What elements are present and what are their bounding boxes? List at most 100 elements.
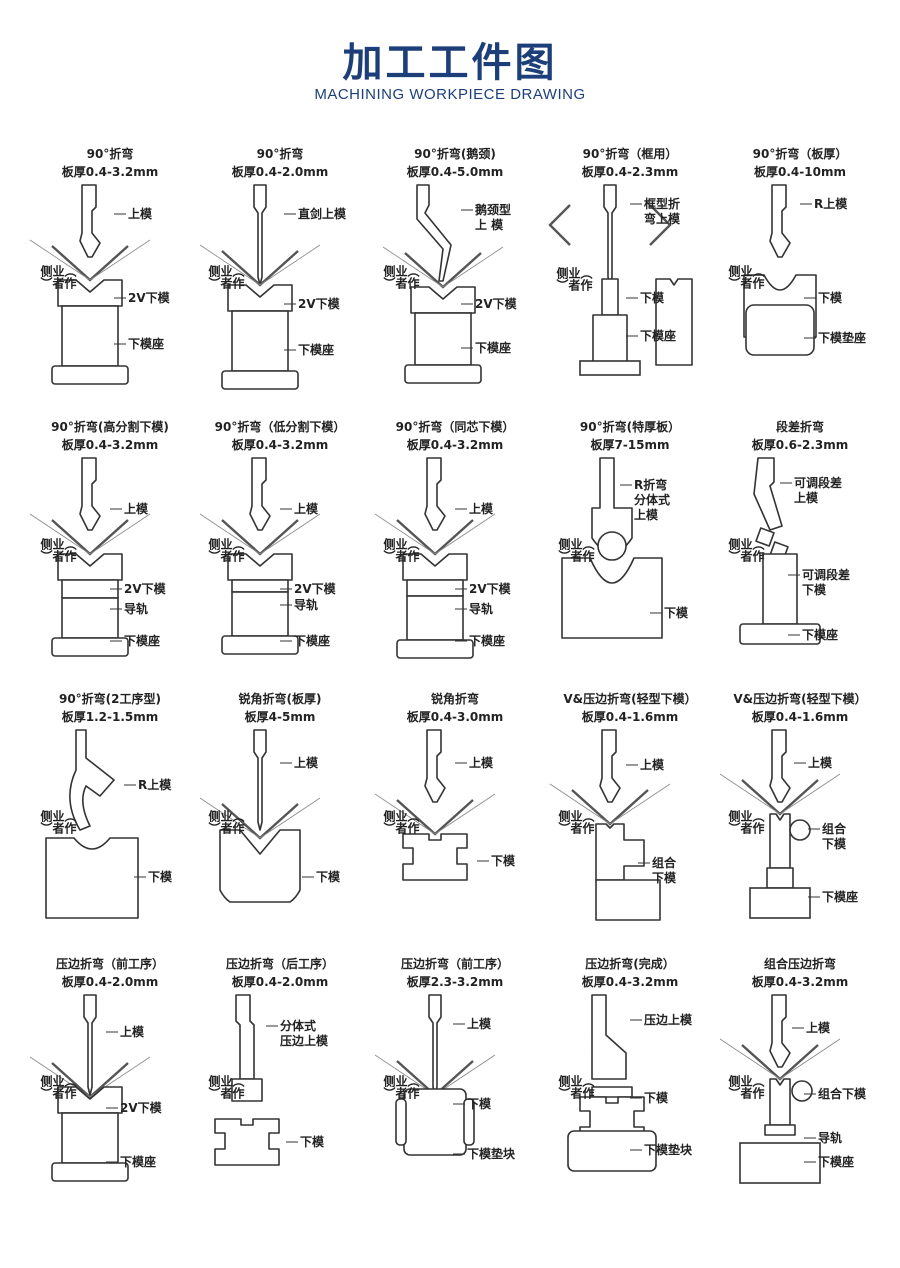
panel-title: 锐角折弯 (430, 692, 479, 706)
part-label: 2V下模 (298, 297, 340, 311)
part-label: 导轨 (294, 598, 319, 612)
panel-thickness: 板厚0.4-1.6mm (751, 710, 849, 724)
part-label: 下模座 (128, 337, 165, 351)
tooling-diagram (199, 457, 321, 655)
tooling-diagram (567, 994, 657, 1172)
panel-title: 组合压边折弯 (763, 957, 836, 971)
part-label: 下模垫座 (818, 331, 867, 345)
operator-side-label: （作业者侧） (382, 265, 420, 289)
part-label: 下模 (316, 870, 341, 884)
panel-title: 压边折弯（后工序） (225, 957, 334, 971)
part-label: 上模 (808, 756, 833, 770)
panel-thickness: 板厚0.4-5.0mm (406, 165, 504, 179)
part-label: 下模座 (298, 343, 335, 357)
tooling-diagram (719, 729, 841, 919)
operator-side-label: （作业者侧） (207, 538, 245, 562)
part-label: R上模 (138, 778, 172, 792)
part-label: 下模 (148, 870, 173, 884)
panel-title: 90°折弯 (256, 147, 304, 161)
part-label: 压边上模 (644, 1013, 693, 1027)
part-label: 直剑上模 (298, 207, 347, 221)
panel-title: 90°折弯（同芯下模） (395, 420, 515, 434)
panel-thickness: 板厚1.2-1.5mm (61, 710, 159, 724)
page-title: 加工工件图 (342, 40, 558, 86)
operator-side-label: （作业者侧） (557, 810, 595, 834)
operator-side-label: （作业者侧） (382, 810, 420, 834)
panel-title: 90°折弯(高分割下模) (51, 420, 169, 434)
part-label: 可调段差 下模 (802, 568, 851, 597)
panel-thickness: 板厚0.4-1.6mm (581, 710, 679, 724)
operator-side-label: （作业者侧） (39, 810, 77, 834)
tooling-diagram (374, 994, 496, 1156)
panel-title: V&压边折弯(轻型下模） (563, 692, 697, 706)
panel-title: 90°折弯(2工序型) (58, 692, 162, 706)
part-label: 上模 (640, 758, 665, 772)
panel-title: 压边折弯(完成） (585, 957, 675, 971)
operator-side-label: （作业者侧） (727, 810, 765, 834)
part-label: 下模 (467, 1097, 492, 1111)
panel-title: 压边折弯（前工序） (400, 957, 509, 971)
part-label: 下模座 (469, 634, 506, 648)
part-label: 2V下模 (124, 582, 166, 596)
part-label: 下模座 (120, 1155, 157, 1169)
panel-title: 段差折弯 (775, 420, 824, 434)
panel-thickness: 板厚7-15mm (590, 438, 670, 452)
panel-thickness: 板厚0.4-3.2mm (581, 975, 679, 989)
part-label: 下模座 (640, 329, 677, 343)
part-label: 鹅颈型 上 模 (475, 203, 512, 232)
part-label: 上模 (469, 502, 494, 516)
panel-thickness: 板厚0.4-2.0mm (231, 165, 329, 179)
part-label: 上模 (120, 1025, 145, 1039)
part-label: 上模 (467, 1017, 492, 1031)
part-label: 下模座 (818, 1155, 855, 1169)
part-label: 下模 (300, 1135, 325, 1149)
panel-title: 90°折弯（框用） (582, 147, 678, 161)
part-label: 上模 (469, 756, 494, 770)
page-subtitle: MACHINING WORKPIECE DRAWING (314, 86, 586, 103)
panel-title: 90°折弯（板厚） (752, 147, 848, 161)
part-label: 下模座 (475, 341, 512, 355)
panel-thickness: 板厚0.4-2.3mm (581, 165, 679, 179)
tooling-diagram (45, 729, 146, 919)
tooling-diagram (199, 184, 321, 390)
part-label: 下模 (644, 1091, 669, 1105)
tooling-diagram (374, 457, 496, 659)
tooling-diagram (199, 729, 321, 903)
part-label: 分体式 压边上模 (280, 1019, 329, 1048)
panel-title: 90°折弯 (86, 147, 134, 161)
part-label: 2V下模 (475, 297, 517, 311)
operator-side-label: （作业者侧） (555, 267, 593, 291)
part-label: 下模 (664, 606, 689, 620)
operator-side-label: （作业者侧） (727, 538, 765, 562)
operator-side-label: （作业者侧） (727, 265, 765, 289)
part-label: 下模 (491, 854, 516, 868)
panel-thickness: 板厚4-5mm (244, 710, 316, 724)
panel-thickness: 板厚0.4-3.2mm (406, 438, 504, 452)
panel-thickness: 板厚0.4-3.2mm (61, 438, 159, 452)
tooling-diagram (382, 184, 504, 384)
tooling-diagram (29, 184, 151, 385)
panel-thickness: 板厚0.4-2.0mm (231, 975, 329, 989)
part-label: 2V下模 (294, 582, 336, 596)
panel-title: 90°折弯(特厚板） (579, 420, 681, 434)
page-header: 加工工件图 MACHINING WORKPIECE DRAWING (0, 0, 900, 120)
operator-side-label: （作业者侧） (39, 538, 77, 562)
tooling-diagram (29, 457, 151, 657)
part-label: 2V下模 (469, 582, 511, 596)
part-label: 下模座 (822, 890, 859, 904)
part-label: 上模 (128, 207, 153, 221)
part-label: R折弯 分体式 上模 (634, 478, 671, 522)
tooling-diagram (374, 729, 496, 881)
operator-side-label: （作业者侧） (39, 1075, 77, 1099)
part-label: 2V下模 (128, 291, 170, 305)
part-label: 组合下模 (818, 1087, 867, 1101)
panel-thickness: 板厚0.4-3.2mm (751, 975, 849, 989)
part-label: 下模座 (802, 628, 839, 642)
panel-thickness: 板厚0.4-3.2mm (231, 438, 329, 452)
part-label: 下模 (640, 291, 665, 305)
part-label: 导轨 (469, 602, 494, 616)
part-label: 下模座 (294, 634, 331, 648)
part-label: 下模垫块 (644, 1143, 693, 1157)
panel-thickness: 板厚0.4-3.2mm (61, 165, 159, 179)
